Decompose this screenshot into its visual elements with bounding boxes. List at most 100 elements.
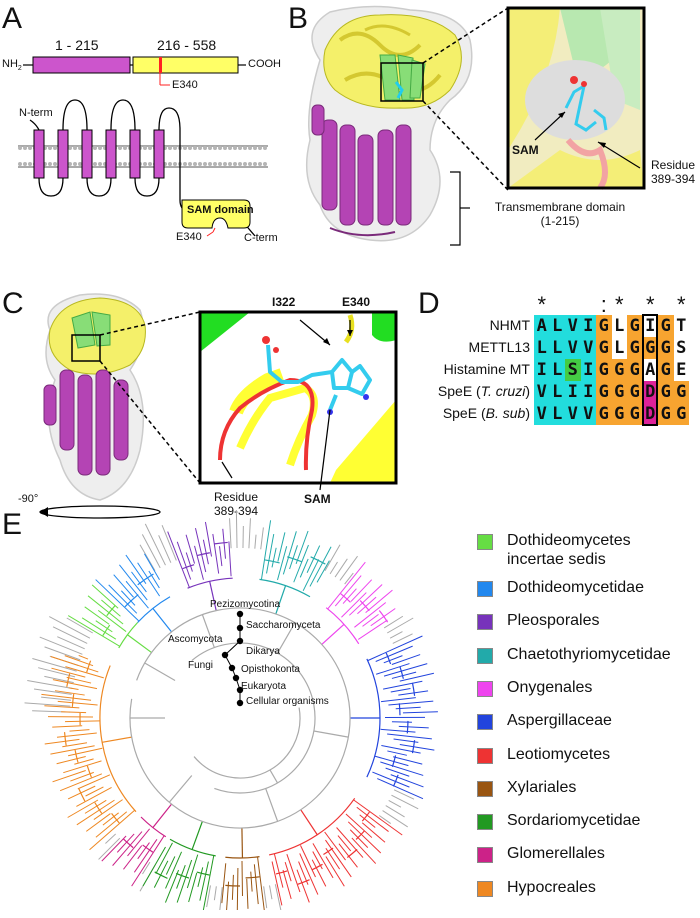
tree-branch xyxy=(337,828,363,858)
tree-branch xyxy=(207,885,211,907)
tree-branch xyxy=(86,787,104,796)
tree-branch xyxy=(387,751,407,755)
tree-branch xyxy=(38,668,75,677)
tree-branch xyxy=(300,845,315,877)
legend-swatch xyxy=(477,814,493,830)
tree-branch xyxy=(166,852,182,889)
tree-branch xyxy=(357,807,389,831)
tree-branch xyxy=(187,855,197,888)
tree-branch xyxy=(78,775,110,789)
tree-branch xyxy=(383,811,408,827)
tree-branch xyxy=(159,535,171,562)
tree-branch xyxy=(251,872,252,892)
tree-branch xyxy=(354,800,403,835)
tree-branch xyxy=(162,525,176,560)
tree-branch xyxy=(350,830,368,848)
tree-branch xyxy=(400,744,435,750)
tree-branch xyxy=(261,520,270,579)
residue-cell: V xyxy=(581,337,597,359)
tree-branch xyxy=(85,607,109,624)
residue-cell: I xyxy=(534,359,550,381)
legend-swatch xyxy=(477,881,493,897)
residue-cell: G xyxy=(596,403,612,425)
tree-branch xyxy=(40,637,83,654)
tree-branch xyxy=(275,884,281,910)
sam-domain-bar xyxy=(133,57,238,73)
tree-arc xyxy=(143,845,153,852)
tree-arc xyxy=(407,721,408,733)
panel-letter-e: E xyxy=(2,508,22,542)
residue-cell: G xyxy=(674,381,690,403)
tree-branch xyxy=(68,800,98,818)
tree-branch xyxy=(345,573,354,584)
tree-branch xyxy=(290,545,298,569)
tree-branch xyxy=(119,565,147,600)
legend-swatch xyxy=(477,748,493,764)
tree-branch xyxy=(362,823,385,843)
tree-branch xyxy=(62,743,87,747)
tree-branch xyxy=(352,838,376,864)
tm-domain-bar xyxy=(33,57,130,73)
tree-branch xyxy=(386,768,410,776)
tree-branch xyxy=(335,559,347,577)
tree-branch xyxy=(50,746,94,754)
tree-branch xyxy=(60,774,102,791)
residue-cell: G xyxy=(658,403,674,425)
tree-branch xyxy=(285,862,291,881)
c-term-label: C-term xyxy=(244,232,278,244)
tree-branch xyxy=(186,535,194,564)
tree-branch xyxy=(391,775,424,787)
tree-branch xyxy=(393,757,422,764)
residue-cell: G xyxy=(596,359,612,381)
tree-branch xyxy=(96,621,113,632)
tree-branch xyxy=(96,580,139,622)
tree-branch xyxy=(168,532,190,588)
legend-swatch xyxy=(477,781,493,797)
tree-branch xyxy=(237,868,238,910)
sam-label-b: SAM xyxy=(512,143,539,157)
tree-node-dot xyxy=(237,700,243,706)
tree-branch xyxy=(326,848,340,869)
residue-cell: L xyxy=(550,381,566,403)
tree-branch xyxy=(145,663,175,681)
tree-branch xyxy=(267,534,274,573)
tree-branch xyxy=(396,707,421,708)
residue-cell: G xyxy=(596,381,612,403)
tree-arc xyxy=(125,595,138,607)
tree-branch xyxy=(53,627,87,644)
residue-cell: G xyxy=(627,337,643,359)
tree-branch xyxy=(127,635,151,653)
tree-branch xyxy=(25,703,71,706)
tree-arc xyxy=(183,565,194,569)
residue-cell: L xyxy=(534,337,550,359)
legend-swatch xyxy=(477,534,493,550)
legend-label: Dothideomycetidae xyxy=(507,578,700,597)
panel-letter-c: C xyxy=(2,287,24,321)
tree-branch xyxy=(376,664,409,675)
tree-branch xyxy=(383,681,422,689)
tree-branch xyxy=(165,870,178,902)
tree-branch xyxy=(230,518,232,548)
tree-arc xyxy=(326,608,359,644)
beta-sheet xyxy=(380,55,425,100)
tree-branch xyxy=(392,672,416,678)
tree-branch xyxy=(166,856,175,874)
sam-domain-label: SAM domain xyxy=(187,204,254,216)
rotation-label: -90° xyxy=(18,493,38,505)
residue-cell: E xyxy=(674,359,690,381)
tree-branch xyxy=(376,646,413,661)
tree-branch xyxy=(254,864,258,904)
tree-branch xyxy=(140,865,155,891)
tree-branch xyxy=(198,867,203,886)
e340-label-c: E340 xyxy=(342,295,370,309)
residue-cell: G xyxy=(596,315,612,337)
residue-cell: V xyxy=(565,337,581,359)
tree-branch xyxy=(126,581,148,608)
range-1-215-label: 1 - 215 xyxy=(55,37,99,53)
tree-branch xyxy=(381,729,416,732)
tree-arc xyxy=(379,610,387,622)
